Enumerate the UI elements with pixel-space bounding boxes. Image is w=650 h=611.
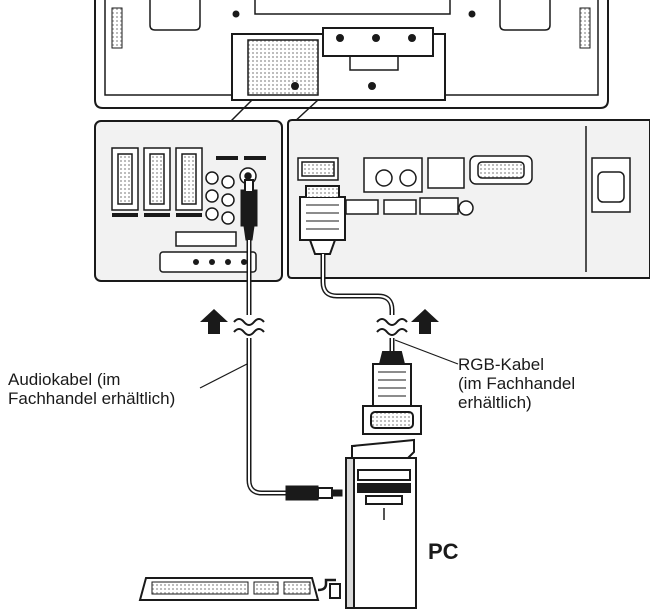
keyboard-icon (138, 577, 341, 601)
wave-break-icon (233, 318, 408, 336)
terminal-housing (231, 27, 446, 101)
pc-label: PC (428, 539, 459, 564)
scart-connector-icon (111, 147, 203, 211)
pc-tower-icon (345, 438, 417, 609)
audio-plug-icon (240, 179, 258, 241)
left-terminal-panel (94, 120, 283, 282)
rgb-cable-label: RGB-Kabel (im Fachhandel erhältlich) (458, 355, 648, 412)
right-terminal-panel (287, 119, 650, 279)
arrow-up-icon (200, 309, 439, 334)
cables (246, 240, 395, 496)
rgb-cable-label-line-2: (im Fachhandel (458, 374, 576, 394)
vga-plug-icon (362, 351, 422, 435)
vga-plug-icon (299, 185, 346, 255)
tv-rear-panel (94, 0, 609, 109)
rgb-cable-label-line-3: erhältlich) (458, 393, 532, 413)
audio-cable-label: Audiokabel (im Fachhandel erhältlich) (8, 370, 238, 408)
label-leaders (199, 339, 459, 389)
audio-plug-icon (285, 485, 343, 501)
audio-cable-label-line-1: Audiokabel (im (8, 370, 121, 389)
rgb-cable-label-line-1: RGB-Kabel (458, 355, 544, 374)
audio-cable-label-line-2: Fachhandel erhältlich) (8, 389, 176, 409)
